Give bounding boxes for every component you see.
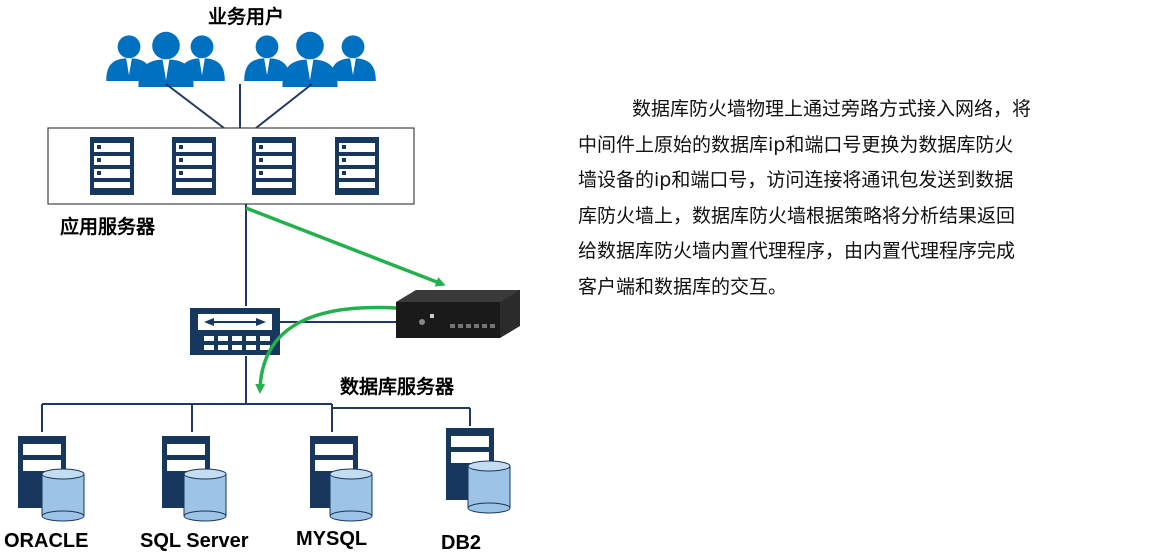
green-arrow-to-firewall <box>245 206 446 287</box>
description-line: 数据库防火墙物理上通过旁路方式接入网络，将 <box>632 98 1032 120</box>
server-icon <box>335 137 379 195</box>
server-icon <box>90 137 134 195</box>
user-group-left-icon <box>106 31 225 87</box>
server-icon <box>252 137 296 195</box>
database-firewall-device-icon <box>396 290 520 338</box>
mysql-label: MYSQL <box>296 528 368 550</box>
db2-label: DB2 <box>441 532 482 554</box>
green-arrow-to-db <box>255 305 397 394</box>
user-group-right-icon <box>244 31 376 87</box>
description-text: 数据库防火墙物理上通过旁路方式接入网络，将 中间件上原始的数据库ip和端口号更换… <box>578 92 1150 306</box>
description-line: 给数据库防火墙内置代理程序，由内置代理程序完成 <box>578 240 1016 263</box>
user-connection-lines <box>165 83 313 129</box>
server-icon <box>172 137 216 195</box>
network-switch-icon <box>190 308 280 355</box>
description-line: 库防火墙上，数据库防火墙根据策略将分析结果返回 <box>578 204 1016 227</box>
database-server-icon <box>162 436 227 522</box>
database-server-icon <box>310 436 373 522</box>
description-line: 客户端和数据库的交互。 <box>578 275 788 298</box>
db-servers-label: 数据库服务器 <box>340 376 455 398</box>
business-users-label: 业务用户 <box>208 6 285 28</box>
sqlserver-label: SQL Server <box>140 530 249 552</box>
oracle-label: ORACLE <box>4 530 89 552</box>
description-line: 墙设备的ip和端口号，访问连接将通讯包发送到数据 <box>578 169 1014 192</box>
database-server-icon <box>446 428 511 514</box>
database-bus-lines <box>41 403 471 432</box>
app-servers-label: 应用服务器 <box>60 216 156 238</box>
description-line: 中间件上原始的数据库ip和端口号更换为数据库防火 <box>578 133 1014 156</box>
database-server-icon <box>18 436 85 522</box>
